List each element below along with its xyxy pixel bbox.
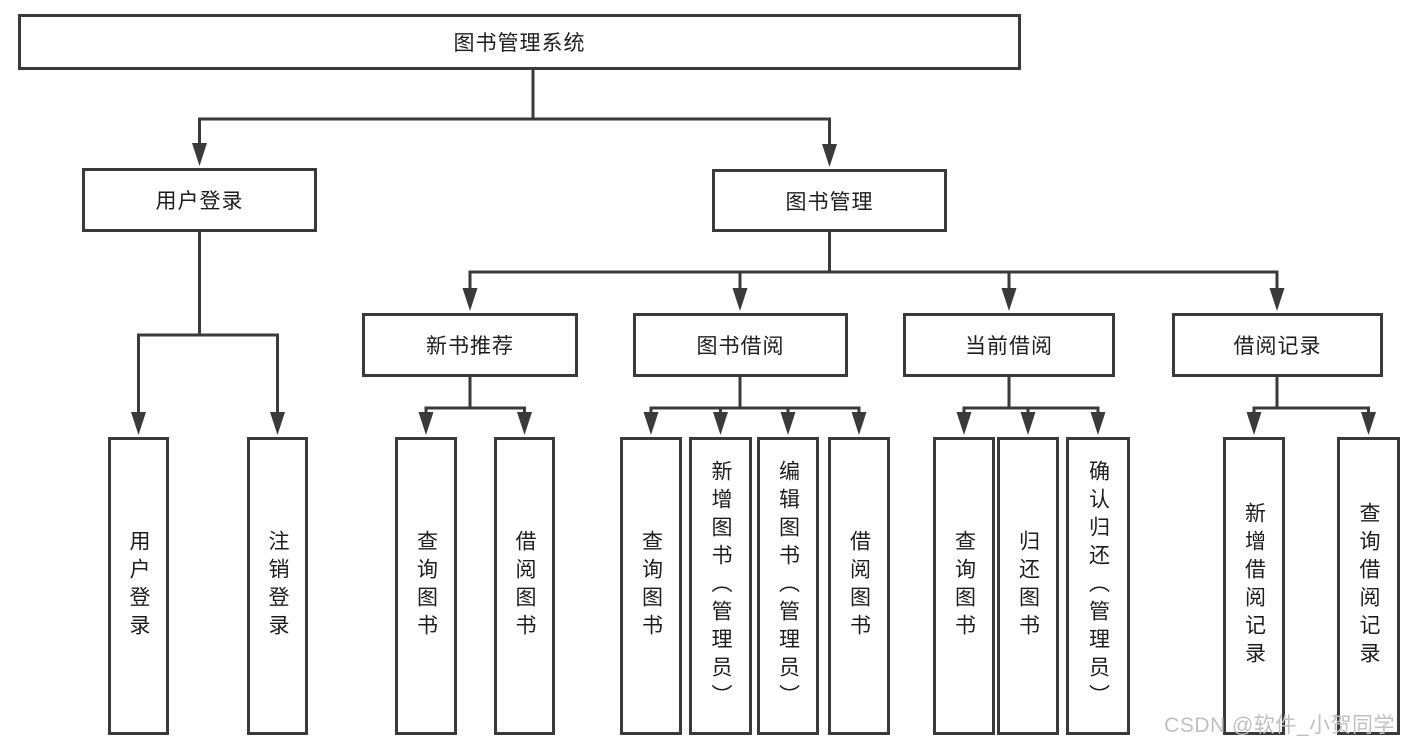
node-leaf-query-books-current: 查询图书 (933, 437, 995, 735)
node-leaf-query-books-borrowing: 查询图书 (620, 437, 682, 735)
arrow-icon (1001, 288, 1017, 311)
arrow-icon (1269, 288, 1285, 311)
csdn-watermark: CSDN @软件_小贺同学 (1164, 714, 1395, 737)
arrow-icon (192, 143, 207, 166)
node-label: 新增借阅记录 (1242, 502, 1266, 670)
arrow-icon (418, 412, 434, 435)
arrow-icon (270, 412, 285, 435)
arrow-icon (517, 412, 532, 435)
arrow-icon (713, 412, 728, 435)
node-current-borrowing: 当前借阅 (903, 313, 1115, 377)
node-leaf-confirm-return-admin: 确认归还（管理员） (1066, 437, 1130, 735)
arrow-icon (462, 288, 478, 311)
connector-book-management (468, 232, 1279, 292)
node-leaf-query-borrow-record: 查询借阅记录 (1337, 437, 1400, 735)
node-label: 借阅图书 (847, 530, 871, 642)
arrow-icon (1090, 412, 1106, 435)
node-leaf-add-borrow-record: 新增借阅记录 (1223, 437, 1285, 735)
arrow-icon (956, 412, 972, 435)
node-label: 确认归还（管理员） (1086, 460, 1110, 712)
node-label: 新书推荐 (426, 335, 514, 358)
connector-new-book (424, 377, 526, 414)
arrow-icon (131, 412, 146, 435)
node-label: 图书借阅 (696, 335, 785, 358)
arrow-icon (1020, 412, 1036, 435)
node-label: 归还图书 (1016, 530, 1040, 642)
connector-root (198, 68, 831, 149)
node-new-book-recommendation: 新书推荐 (362, 313, 578, 377)
arrow-icon (822, 144, 837, 167)
node-label: 用户登录 (127, 530, 150, 642)
node-label: 查询图书 (639, 530, 663, 642)
arrow-icon (643, 412, 659, 435)
connector-book-borrowing (649, 377, 861, 414)
connector-user-login (137, 232, 279, 414)
arrow-icon (851, 412, 867, 435)
arrow-icon (780, 412, 796, 435)
node-label: 编辑图书（管理员） (776, 460, 800, 712)
node-leaf-query-books-recommend: 查询图书 (395, 437, 457, 735)
node-label: 注销登录 (266, 530, 289, 642)
node-label: 查询图书 (414, 530, 438, 642)
node-leaf-logout: 注销登录 (247, 437, 308, 735)
node-user-login: 用户登录 (82, 168, 317, 232)
connector-current-borrowing (962, 377, 1100, 414)
arrow-icon (732, 288, 748, 311)
node-book-management: 图书管理 (712, 169, 947, 232)
node-leaf-borrow-books-recommend: 借阅图书 (494, 437, 555, 735)
arrowheads (131, 143, 1376, 435)
arrow-icon (1246, 412, 1262, 435)
node-label: 查询图书 (952, 530, 976, 642)
node-book-borrowing: 图书借阅 (633, 313, 848, 377)
node-label: 图书管理 (785, 190, 874, 214)
node-leaf-add-books-admin: 新增图书（管理员） (689, 437, 752, 735)
node-label: 新增图书（管理员） (709, 460, 732, 712)
node-label: 借阅图书 (513, 530, 536, 642)
node-leaf-user-login: 用户登录 (108, 437, 169, 735)
node-label: 图书管理系统 (453, 32, 586, 55)
node-leaf-edit-books-admin: 编辑图书（管理员） (757, 437, 819, 735)
node-borrowing-records: 借阅记录 (1172, 313, 1383, 377)
connector-borrowing-records (1252, 377, 1370, 414)
arrow-icon (1361, 412, 1376, 435)
node-leaf-return-books: 归还图书 (997, 437, 1059, 735)
node-label: 查询借阅记录 (1357, 502, 1380, 670)
node-label: 借阅记录 (1233, 335, 1322, 358)
node-label: 当前借阅 (965, 335, 1053, 358)
node-label: 用户登录 (155, 190, 244, 213)
node-leaf-borrow-books: 借阅图书 (828, 437, 890, 735)
node-library-management-system: 图书管理系统 (18, 14, 1021, 70)
